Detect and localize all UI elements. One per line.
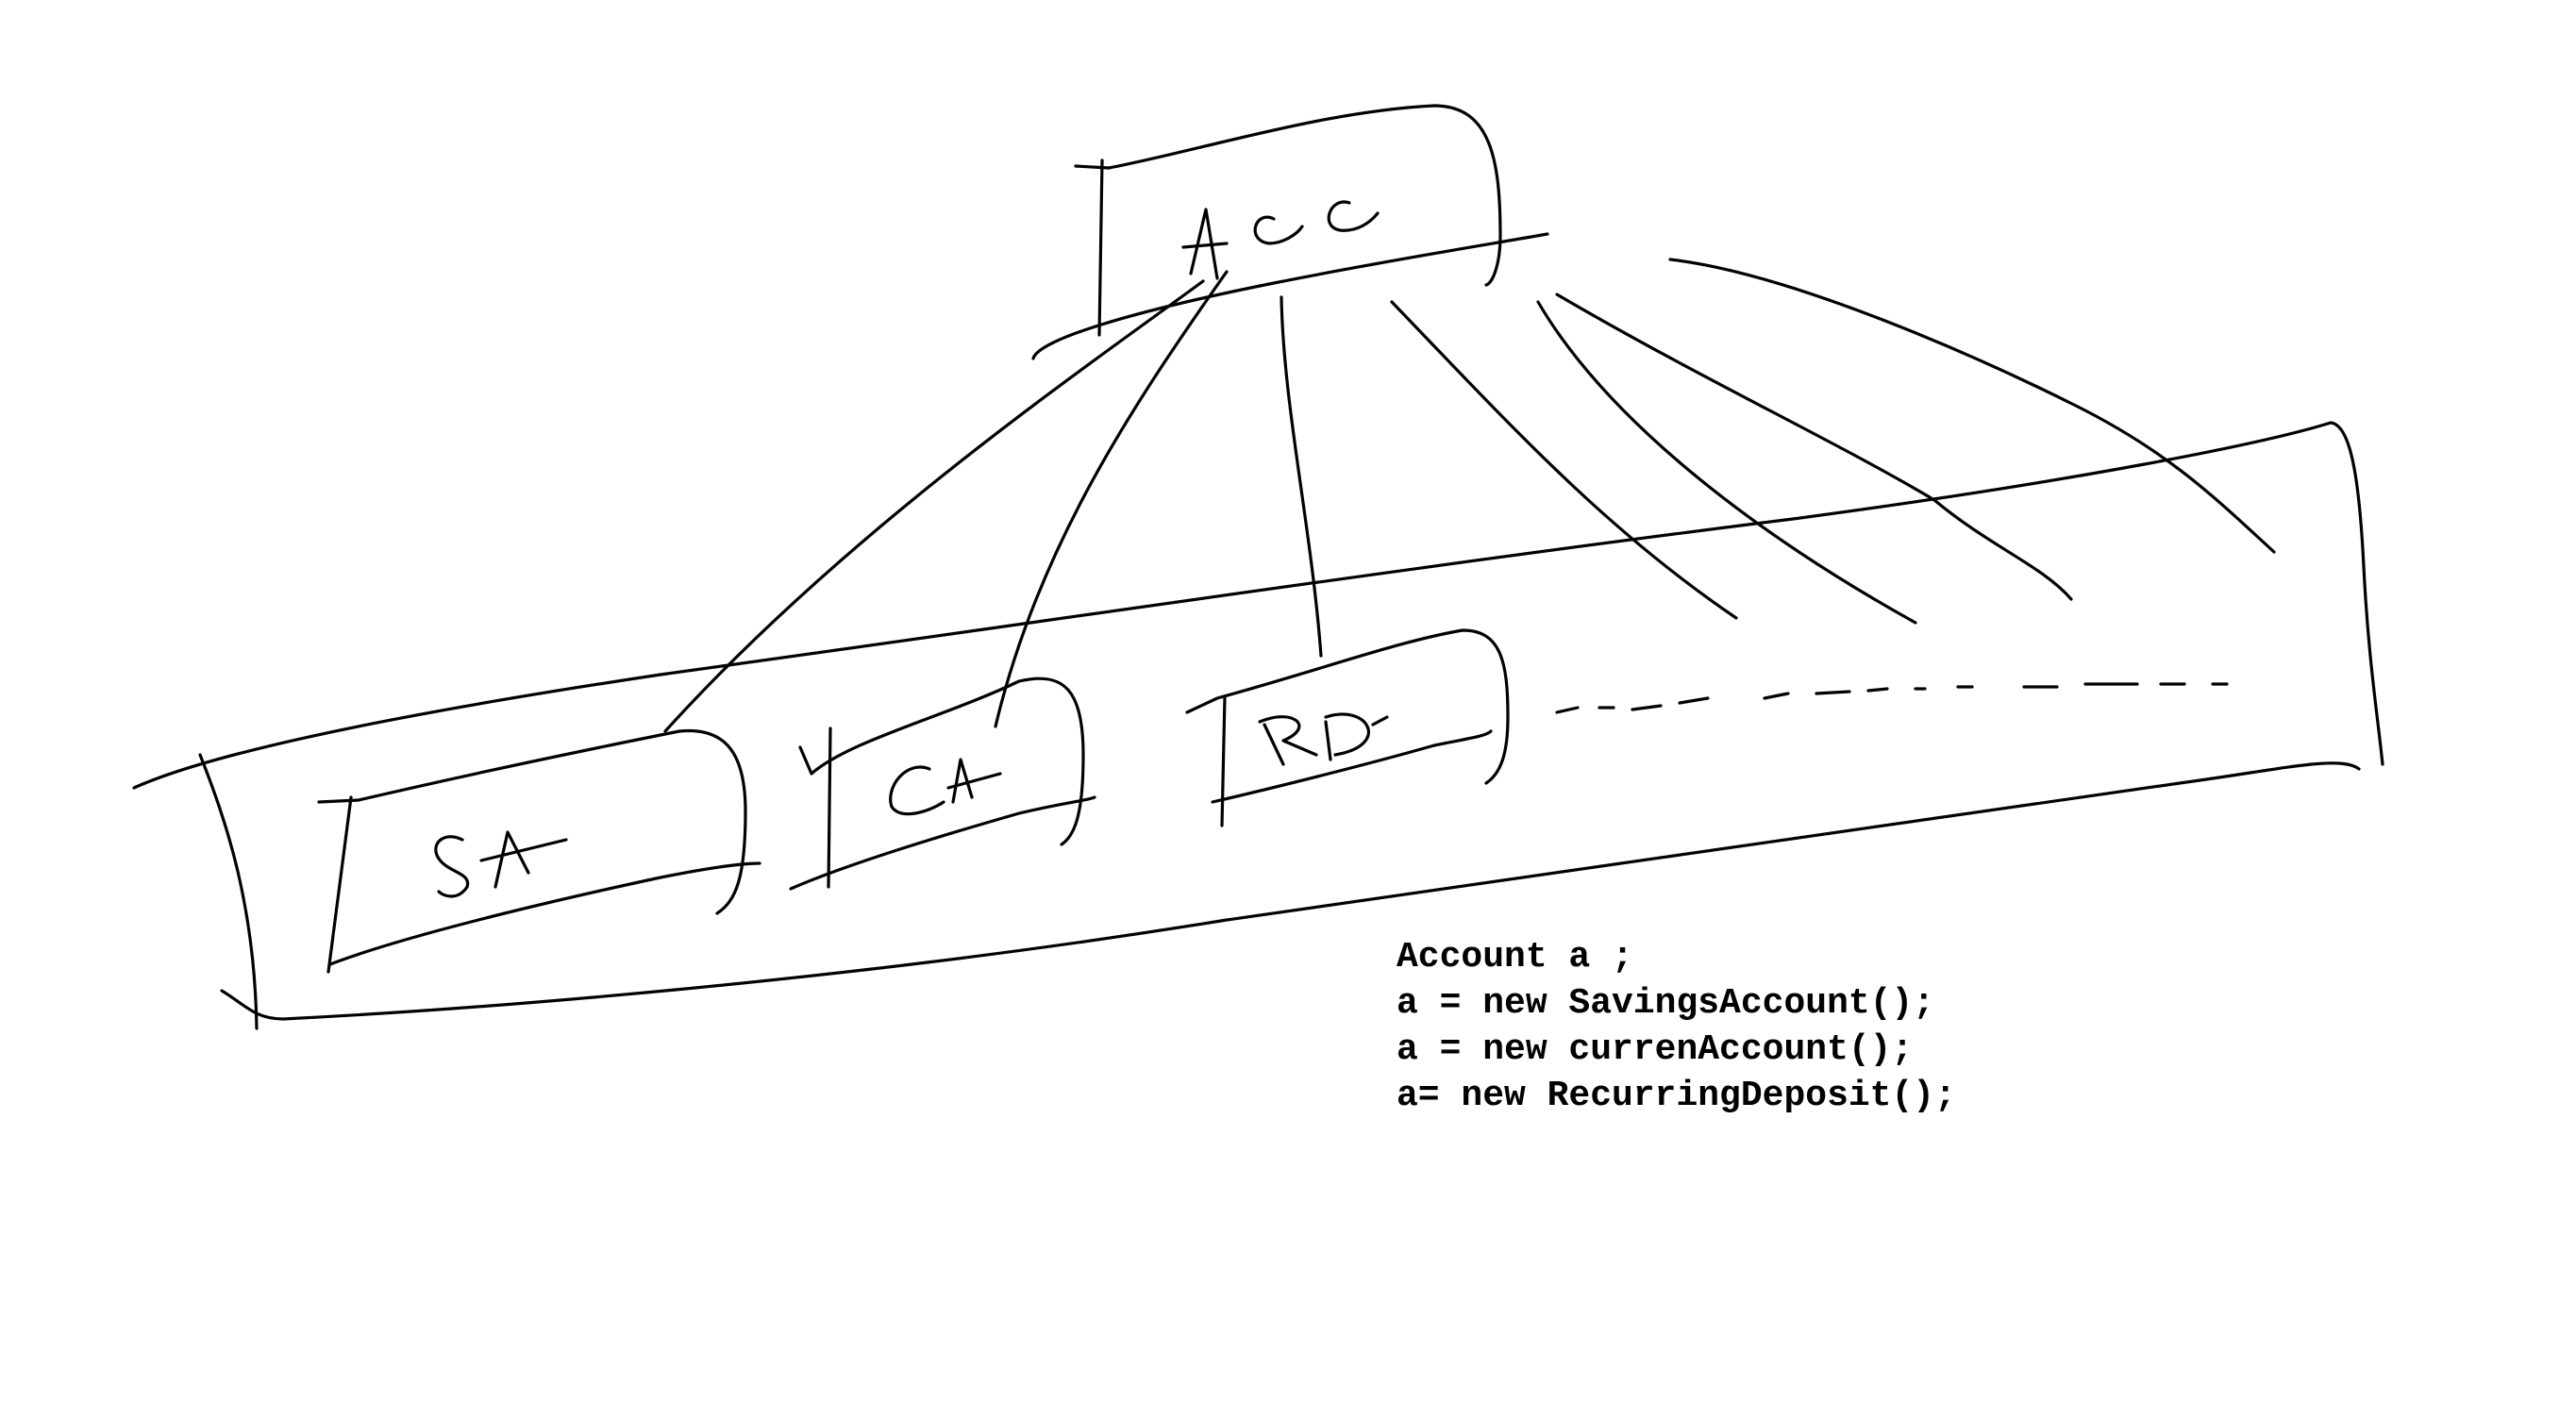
parent-label-acc-handwriting <box>1181 200 1380 280</box>
edge-acc-to-more-2 <box>1536 300 1917 625</box>
parent-box-acc <box>1031 104 1549 360</box>
child-box-sa <box>317 728 761 974</box>
edge-acc-to-more-4 <box>1668 258 2276 554</box>
edge-acc-to-more-3 <box>1555 292 2073 601</box>
child-label-rd-handwriting <box>1258 712 1389 766</box>
more-subclasses-ellipsis <box>1555 682 2229 714</box>
code-line: Account a ; <box>1397 937 1633 977</box>
child-box-rd <box>1185 628 1510 827</box>
inheritance-lines <box>663 258 2276 733</box>
edge-acc-to-sa <box>663 279 1205 733</box>
child-box-ca <box>789 677 1096 891</box>
child-label-ca-handwriting <box>889 758 1002 816</box>
edge-acc-to-ca <box>994 270 1229 728</box>
edge-acc-to-rd <box>1280 295 1323 658</box>
edge-acc-to-more-1 <box>1390 300 1738 620</box>
code-line: a = new currenAccount(); <box>1397 1029 1914 1070</box>
code-line: a = new SavingsAccount(); <box>1397 983 1935 1024</box>
subclass-group-outline <box>132 421 2384 1030</box>
code-line: a= new RecurringDeposit(); <box>1397 1076 1956 1116</box>
child-label-sa-handwriting <box>434 830 568 898</box>
code-snippet: Account a ; a = new SavingsAccount(); a = … <box>1397 934 1956 1119</box>
